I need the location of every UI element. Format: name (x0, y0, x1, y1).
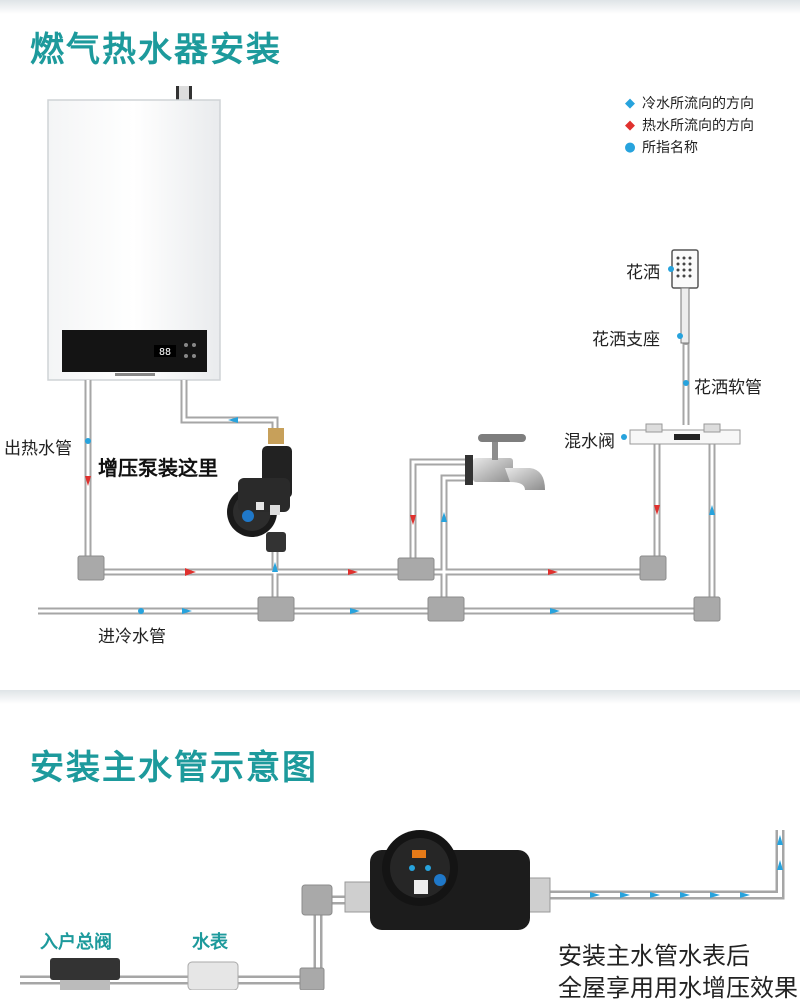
shower-head (671, 249, 699, 344)
label-mixing-valve: 混水阀 (564, 432, 615, 452)
heater-display: 88 (159, 347, 171, 358)
cold-flow-arrows (182, 417, 715, 614)
caption-line2: 全屋享用用水增压效果 (558, 974, 798, 1002)
main-valve (50, 958, 120, 990)
section-divider (0, 690, 800, 704)
main-pump (344, 830, 551, 930)
legend-cold: ◆ 冷水所流向的方向 (622, 92, 754, 114)
caption-line1: 安装主水管水表后 (558, 942, 750, 970)
label-shower-hose: 花洒软管 (694, 378, 762, 398)
section1-title: 燃气热水器安装 (30, 30, 282, 70)
label-cold-inlet: 进冷水管 (98, 627, 166, 647)
name-pointers (85, 266, 689, 614)
section2-title: 安装主水管示意图 (30, 748, 318, 788)
label-hot-outlet: 出热水管 (4, 439, 72, 459)
label-shower: 花洒 (626, 263, 660, 283)
legend-hot: ◆ 热水所流向的方向 (622, 114, 754, 136)
legend: ◆ 冷水所流向的方向 ◆ 热水所流向的方向 ● 所指名称 (622, 92, 754, 158)
mixing-valve (629, 423, 741, 445)
cold-arrow-icon: ◆ (625, 95, 635, 111)
water-heater: 88 (47, 86, 221, 381)
label-water-meter: 水表 (192, 932, 228, 953)
hot-flow-arrows (85, 476, 660, 576)
hot-arrow-icon: ◆ (625, 117, 635, 133)
top-divider (0, 0, 800, 14)
label-shower-seat: 花洒支座 (592, 330, 660, 350)
dot-icon: ● (624, 139, 636, 155)
water-meter (187, 961, 239, 990)
main-fittings (299, 884, 333, 990)
main-flow-arrows (590, 835, 783, 898)
label-pump-here: 增压泵装这里 (98, 456, 218, 480)
pipe-fittings (77, 555, 721, 622)
legend-name-pointer: ● 所指名称 (622, 136, 754, 158)
faucet (465, 434, 545, 490)
label-main-valve: 入户总阀 (40, 932, 112, 953)
booster-pump (227, 428, 292, 552)
